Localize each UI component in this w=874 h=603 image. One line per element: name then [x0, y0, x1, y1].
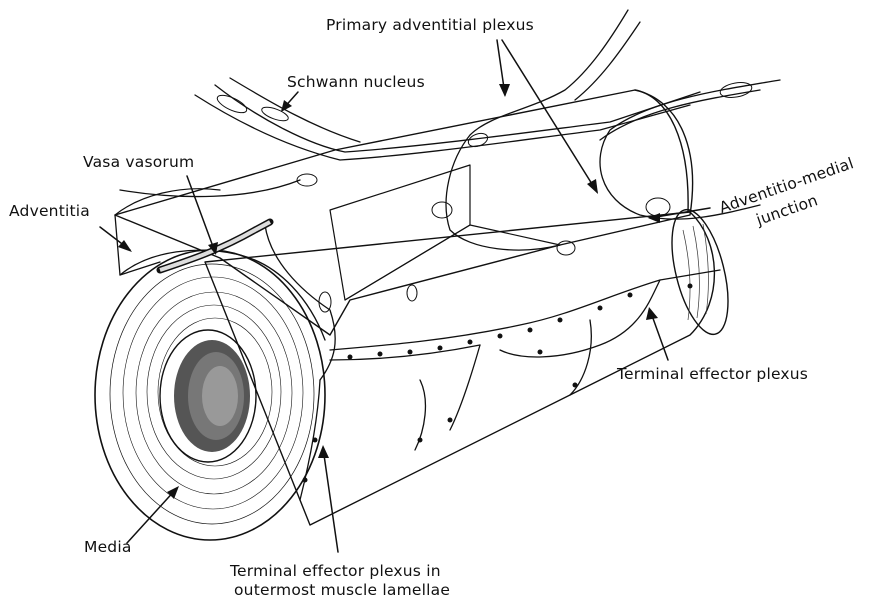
label-media: Media — [84, 538, 132, 557]
label-adventitia: Adventitia — [9, 202, 90, 221]
label-terminal-effector-plexus: Terminal effector plexus — [617, 365, 808, 384]
label-primary-adventitial-plexus: Primary adventitial plexus — [326, 16, 534, 35]
label-outermost-line2: outermost muscle lamellae — [234, 581, 450, 600]
label-schwann-nucleus: Schwann nucleus — [287, 73, 425, 92]
label-vasa-vasorum: Vasa vasorum — [83, 153, 194, 172]
label-outermost-line1: Terminal effector plexus in — [230, 562, 441, 581]
media-cross-section — [95, 250, 325, 540]
